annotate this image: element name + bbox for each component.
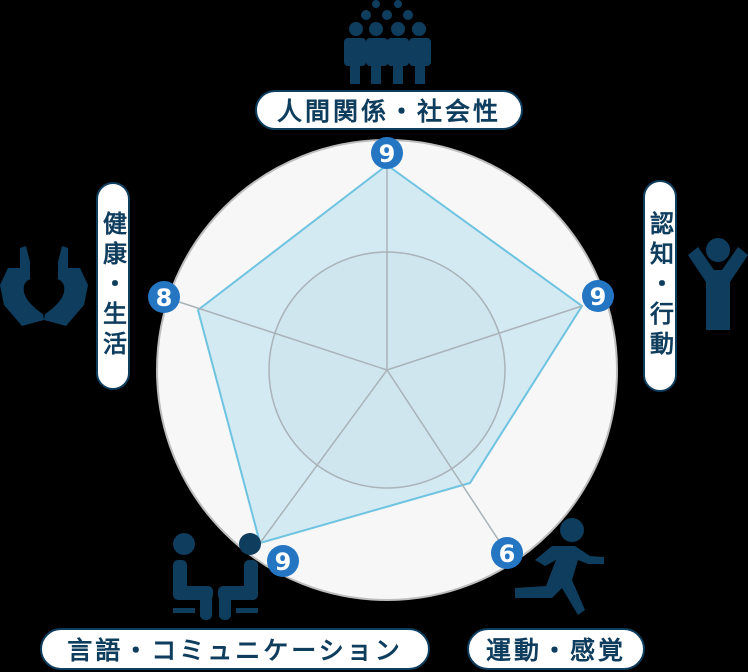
axis-label-motor: 運動・感覚 <box>467 628 645 670</box>
value-badge-motor: 6 <box>491 537 523 569</box>
svg-text:9: 9 <box>275 548 292 576</box>
svg-text:9: 9 <box>379 140 396 168</box>
axis-label-language: 言語・コミュニケーション <box>40 628 430 670</box>
axis-label-cognition: 認知・行動 <box>643 180 677 392</box>
svg-text:6: 6 <box>499 540 516 568</box>
value-badge-health: 8 <box>148 281 180 313</box>
value-badge-language: 9 <box>267 545 299 577</box>
person-arms-raised-icon <box>688 238 748 330</box>
svg-text:9: 9 <box>590 283 607 311</box>
axis-lines <box>163 165 583 554</box>
two-people-seated-conversation-icon <box>173 533 261 620</box>
value-badge-social: 9 <box>371 137 403 169</box>
hands-holding-heart-icon <box>0 246 88 326</box>
svg-text:8: 8 <box>156 284 173 312</box>
group-of-people-icon <box>344 0 431 84</box>
value-badge-cognition: 9 <box>582 280 614 312</box>
axis-label-health: 健康・生活 <box>96 182 130 390</box>
data-polygon <box>196 163 584 545</box>
running-person-icon <box>515 518 604 615</box>
axis-label-social: 人間関係・社会性 <box>255 90 523 130</box>
